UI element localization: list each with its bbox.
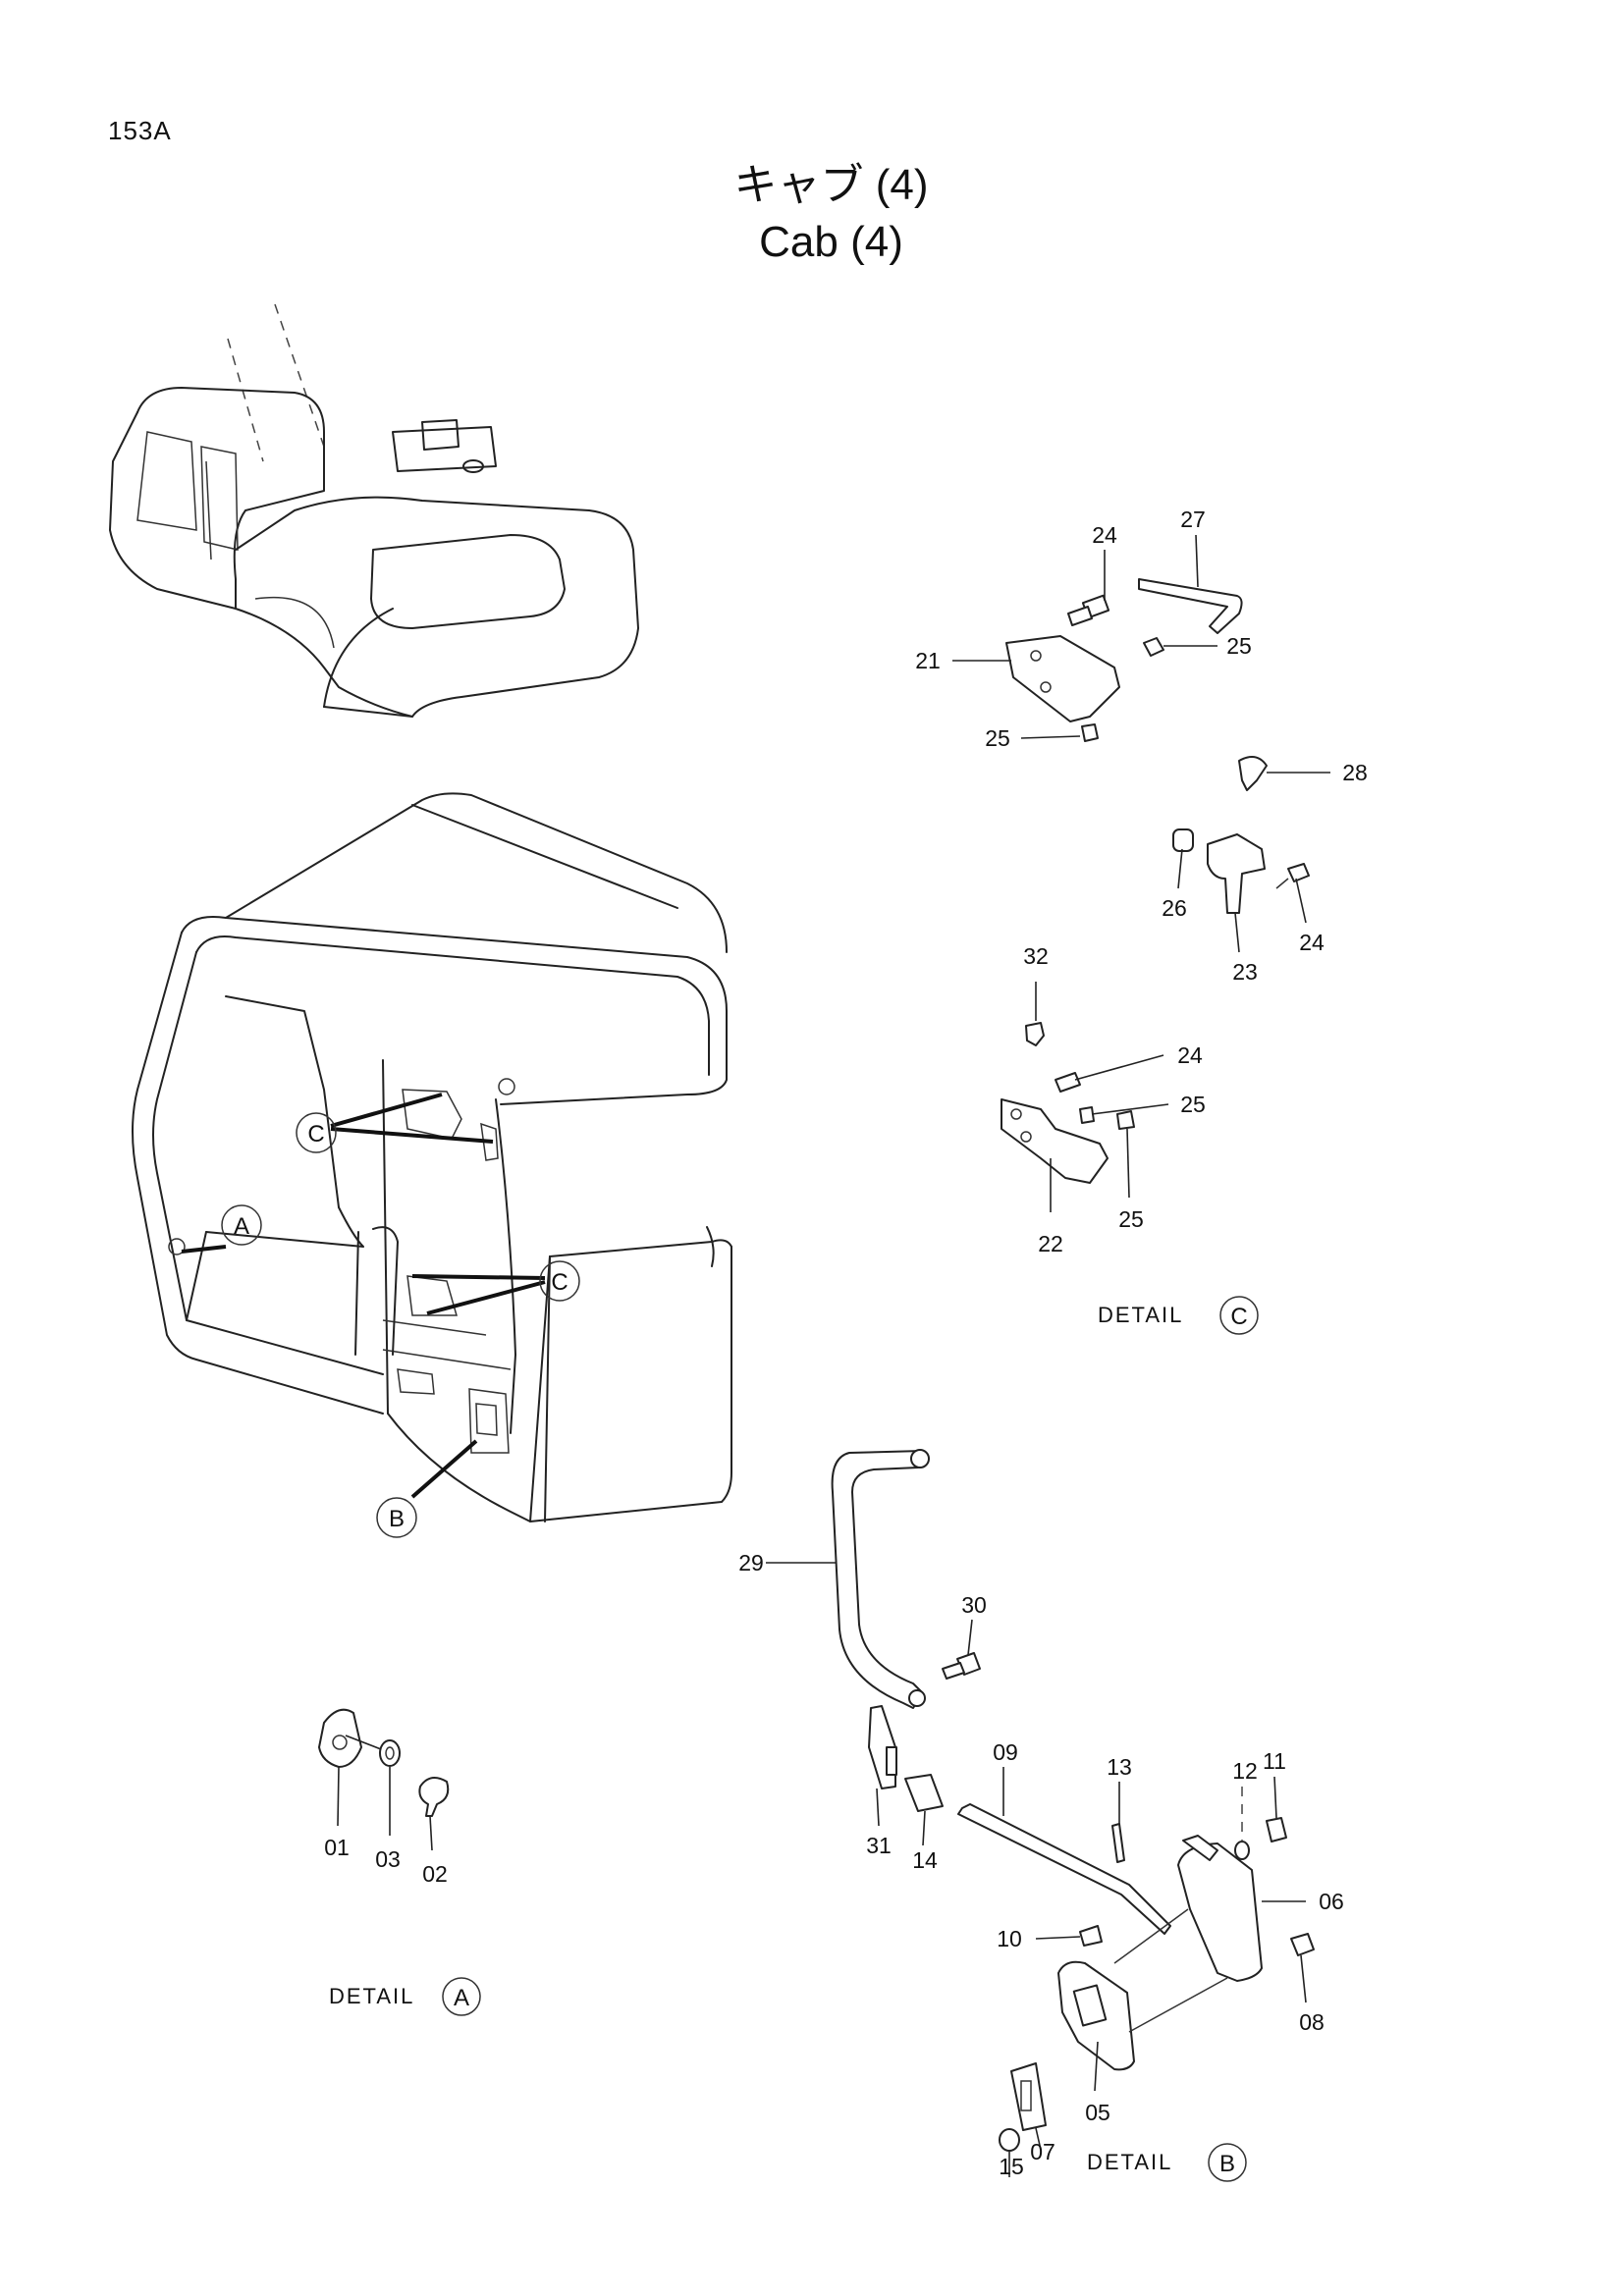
callout-06: 06 xyxy=(1319,1889,1344,1914)
callout-25: 25 xyxy=(1226,633,1252,659)
svg-text:B: B xyxy=(1219,2151,1235,2177)
detail-c-leaders xyxy=(952,534,1330,1212)
detail-a-parts xyxy=(318,1708,450,1851)
svg-text:A: A xyxy=(234,1213,249,1240)
callout-08: 08 xyxy=(1299,2009,1325,2035)
svg-text:C: C xyxy=(307,1121,324,1148)
page-id: 153A xyxy=(108,116,172,145)
machine-overview xyxy=(109,303,639,718)
svg-text:A: A xyxy=(454,1985,469,2011)
detail-a-callouts: 01 03 02 xyxy=(324,1835,448,1887)
detail-b-callouts: 29 30 09 13 12 11 31 14 06 10 08 05 07 1… xyxy=(738,1550,1344,2179)
callout-07: 07 xyxy=(1030,2139,1055,2164)
callout-24: 24 xyxy=(1177,1042,1203,1068)
cab-main-view xyxy=(132,792,732,1522)
callout-23: 23 xyxy=(1232,959,1258,985)
detail-b-label: DETAIL B xyxy=(1087,2143,1247,2182)
callout-09: 09 xyxy=(993,1739,1018,1765)
callout-21: 21 xyxy=(915,648,941,673)
detail-c-parts xyxy=(1001,578,1310,1184)
callout-11: 11 xyxy=(1263,1748,1286,1774)
cab-ref-a: A xyxy=(221,1204,262,1246)
cab-ref-c-upper: C xyxy=(296,1112,337,1153)
cab-ref-c-lower: C xyxy=(539,1260,580,1302)
detail-c-label: DETAIL C xyxy=(1098,1296,1259,1335)
callout-13: 13 xyxy=(1107,1754,1132,1780)
svg-text:B: B xyxy=(389,1506,405,1532)
svg-text:DETAIL: DETAIL xyxy=(329,1984,414,2008)
callout-22: 22 xyxy=(1038,1231,1063,1256)
callout-32: 32 xyxy=(1023,943,1049,969)
callout-05: 05 xyxy=(1085,2100,1110,2125)
callout-12: 12 xyxy=(1232,1758,1258,1784)
detail-b-parts xyxy=(831,1449,1315,2152)
detail-b-leaders xyxy=(766,1562,1307,2177)
svg-text:DETAIL: DETAIL xyxy=(1087,2150,1172,2174)
svg-text:C: C xyxy=(1230,1304,1247,1330)
callout-25: 25 xyxy=(1180,1092,1206,1117)
callout-02: 02 xyxy=(422,1861,448,1887)
svg-text:C: C xyxy=(551,1269,568,1296)
callout-28: 28 xyxy=(1342,760,1368,785)
callout-25: 25 xyxy=(1118,1206,1144,1232)
callout-15: 15 xyxy=(999,2154,1024,2179)
svg-text:DETAIL: DETAIL xyxy=(1098,1303,1183,1327)
cab-ref-b: B xyxy=(376,1497,417,1538)
callout-29: 29 xyxy=(738,1550,764,1575)
callout-03: 03 xyxy=(375,1846,401,1872)
detail-a-label: DETAIL A xyxy=(329,1977,481,2016)
callout-31: 31 xyxy=(866,1833,892,1858)
title-japanese: キャブ (4) xyxy=(733,161,929,209)
title-english: Cab (4) xyxy=(759,218,903,266)
detail-c-callouts: 24 27 21 25 25 28 26 24 23 32 24 25 25 2… xyxy=(915,507,1368,1256)
callout-24: 24 xyxy=(1299,930,1325,955)
callout-10: 10 xyxy=(997,1926,1022,1951)
callout-14: 14 xyxy=(912,1847,938,1873)
cab-callout-arrows xyxy=(181,1093,546,1499)
callout-24: 24 xyxy=(1092,522,1117,548)
callout-30: 30 xyxy=(961,1592,987,1618)
callout-26: 26 xyxy=(1162,895,1187,921)
callout-27: 27 xyxy=(1180,507,1206,532)
callout-25: 25 xyxy=(985,725,1010,751)
callout-01: 01 xyxy=(324,1835,350,1860)
